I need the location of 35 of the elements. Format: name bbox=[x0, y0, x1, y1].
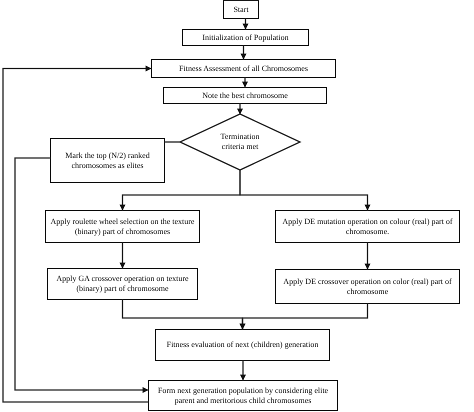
process-box bbox=[45, 210, 200, 243]
arrow bbox=[242, 19, 248, 30]
arrow bbox=[240, 361, 246, 381]
arrow bbox=[237, 104, 243, 115]
process-box bbox=[151, 59, 336, 78]
node-text: Apply roulette wheel selection on the texture (binary) part of chromosomes bbox=[50, 216, 195, 236]
process-box bbox=[163, 87, 327, 104]
arrow bbox=[240, 304, 368, 330]
node-text: Fitness Assessment of all Chromosomes bbox=[179, 64, 308, 74]
node-text: Initialization of Population bbox=[202, 32, 289, 42]
process-box bbox=[275, 269, 460, 304]
node-text: Note the best chromosome bbox=[202, 90, 288, 100]
arrow bbox=[14, 157, 149, 393]
process-box bbox=[275, 210, 460, 243]
arrow bbox=[240, 46, 246, 60]
arrow bbox=[239, 170, 370, 211]
arrow bbox=[2, 66, 152, 403]
process-box bbox=[50, 138, 165, 183]
process-box bbox=[182, 29, 309, 46]
node-text: Start bbox=[233, 4, 249, 14]
process-box bbox=[223, 0, 259, 19]
process-box bbox=[155, 329, 330, 361]
node-text: Mark the top (N/2) ranked chromosomes as elites bbox=[64, 150, 151, 170]
arrow bbox=[364, 243, 370, 270]
process-box bbox=[148, 380, 338, 411]
node-text: Apply DE crossover operation on color (real) part of chromosome bbox=[282, 276, 453, 296]
process-box bbox=[47, 268, 198, 300]
node-text: Fitness evaluation of next (children) generation bbox=[166, 340, 318, 350]
arrow bbox=[242, 78, 248, 88]
node-text: Termination criteria met bbox=[220, 132, 260, 152]
node-text: Apply DE mutation operation on colour (real) part of chromosome. bbox=[281, 216, 454, 236]
node-text: Apply GA crossover operation on texture (binary) part of chromosome bbox=[55, 274, 190, 294]
arrow bbox=[120, 243, 126, 269]
node-text: Form next generation population by considering elite parent and meritorious child chromosomes bbox=[156, 386, 330, 406]
connector-line bbox=[165, 141, 180, 143]
